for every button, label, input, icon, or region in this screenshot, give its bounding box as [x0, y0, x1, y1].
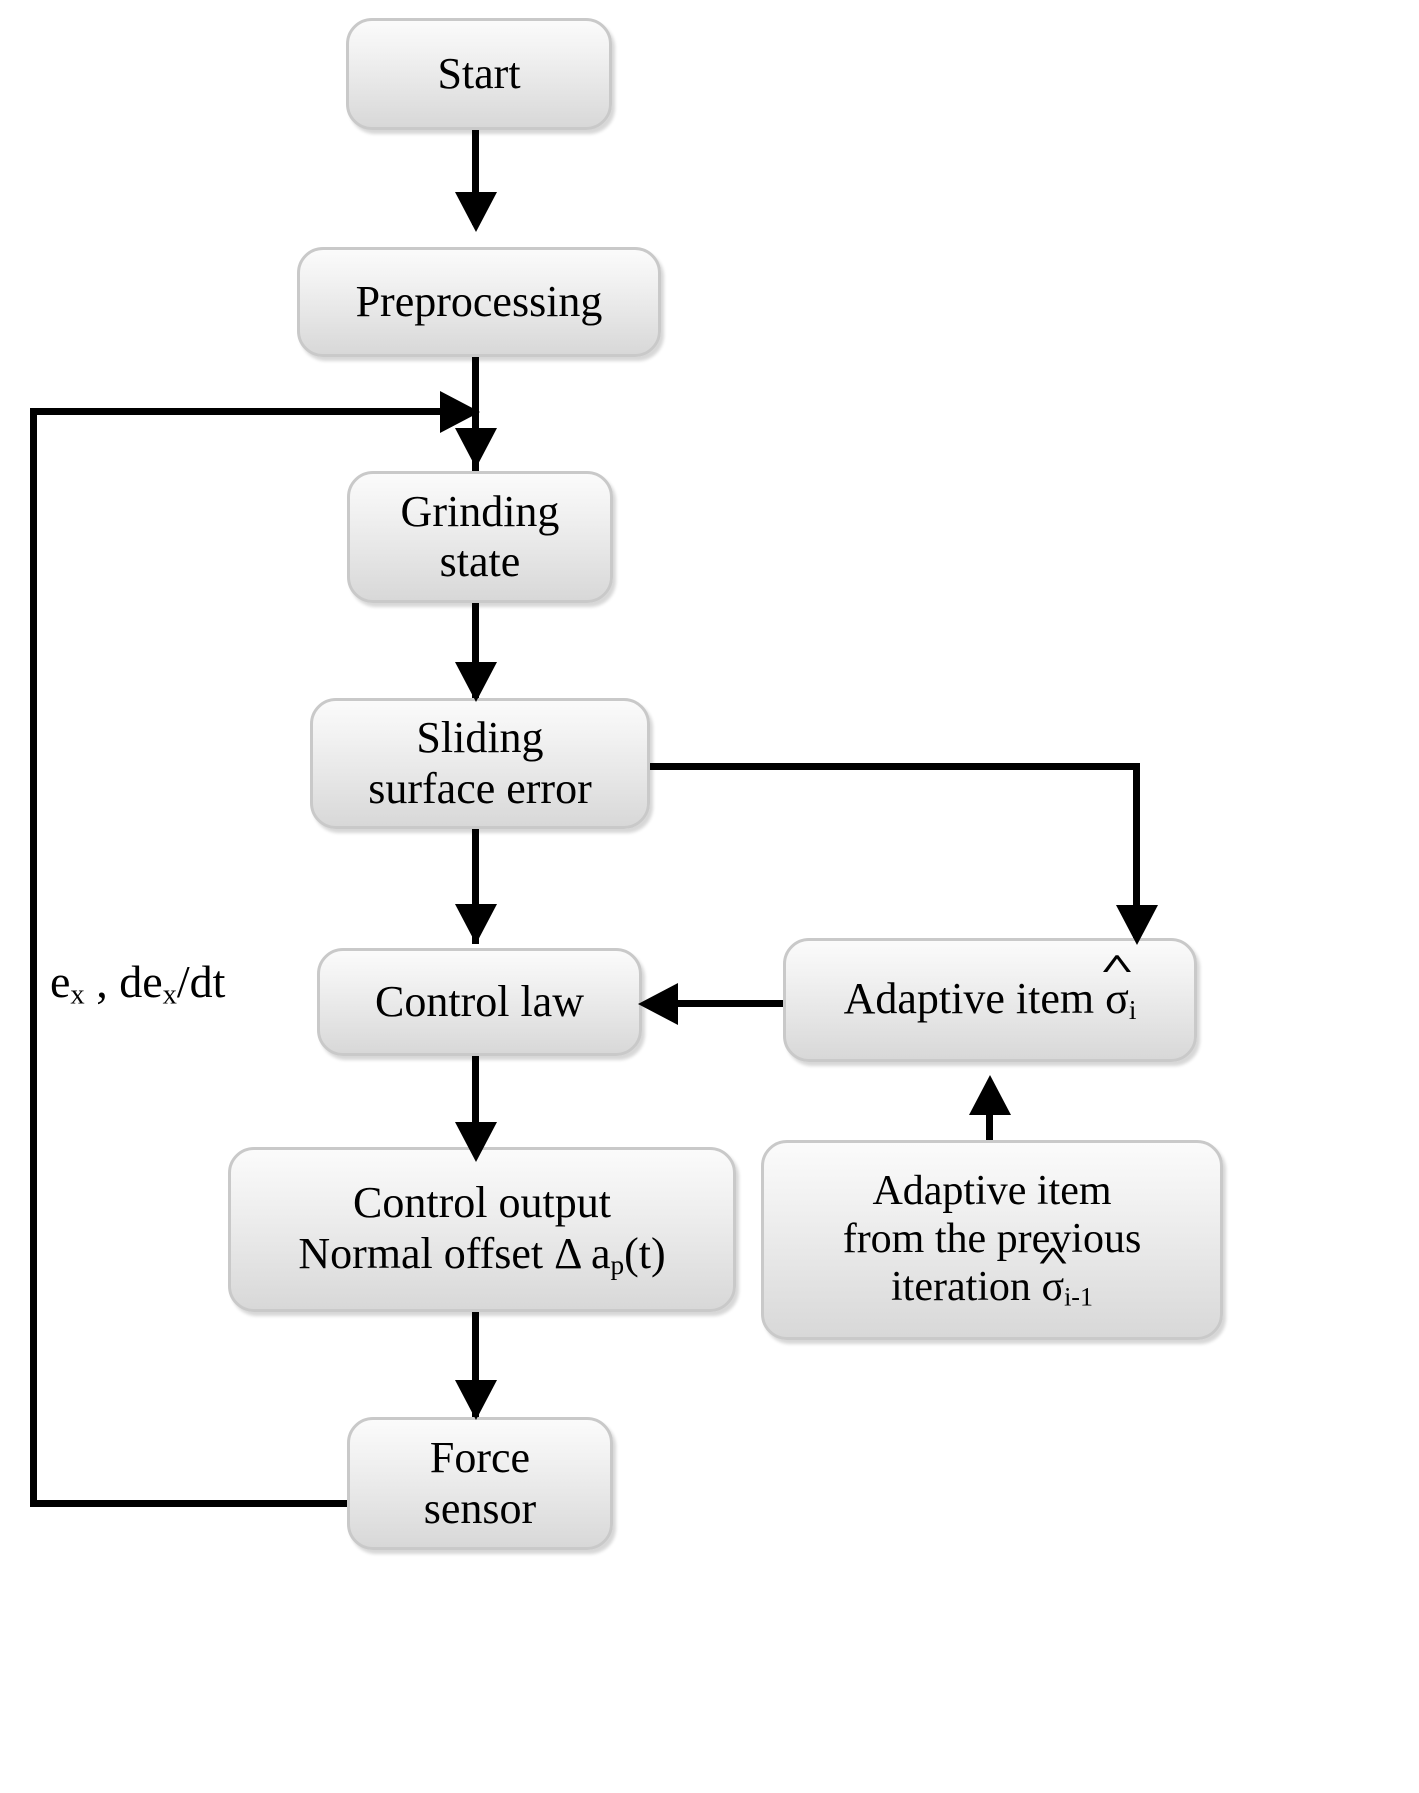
arrowhead-down-adaptive-item — [1116, 905, 1158, 945]
node-force-sensor[interactable]: Force sensor — [347, 1417, 613, 1550]
arrowhead-down-sliding — [455, 662, 497, 702]
node-preprocessing[interactable]: Preprocessing — [297, 247, 661, 357]
edge-feedback-bottom — [30, 1500, 350, 1507]
edge-sliding-to-control-law — [472, 828, 479, 944]
node-start[interactable]: Start — [346, 18, 612, 130]
arrowhead-up-adaptive-item — [969, 1075, 1011, 1115]
edge-adaptive-to-control-law — [678, 1000, 783, 1007]
node-adaptive-item[interactable]: Adaptive item σi — [783, 938, 1197, 1062]
edge-feedback-left-vertical — [30, 408, 37, 1507]
node-adaptive-item-previous-label: Adaptive item from the previous iteratio… — [833, 1168, 1152, 1312]
edge-control-law-to-output — [472, 1055, 479, 1163]
arrowhead-down-force-sensor — [455, 1380, 497, 1420]
edge-sliding-to-adaptive-vertical — [1133, 763, 1140, 945]
node-force-sensor-label: Force sensor — [423, 1433, 537, 1533]
node-adaptive-item-previous-sub: i-1 — [1064, 1282, 1093, 1312]
node-preprocessing-label: Preprocessing — [355, 276, 603, 326]
edge-sliding-to-adaptive-horizontal — [645, 763, 1140, 770]
node-control-output[interactable]: Control output Normal offset Δ ap(t) — [228, 1147, 736, 1312]
node-control-output-sub: p — [610, 1249, 625, 1280]
node-control-output-tail: (t) — [624, 1228, 666, 1278]
arrowhead-left-control-law — [638, 983, 678, 1025]
node-control-law[interactable]: Control law — [317, 948, 642, 1056]
edge-feedback-top — [30, 408, 455, 415]
node-adaptive-item-previous[interactable]: Adaptive item from the previous iteratio… — [761, 1140, 1223, 1340]
node-adaptive-item-symbol: σ — [1105, 973, 1129, 1023]
feedback-label-tail: /dt — [176, 956, 226, 1007]
node-adaptive-item-label: Adaptive item σi — [834, 974, 1147, 1026]
node-sliding-surface-error[interactable]: Sliding surface error — [310, 698, 650, 829]
node-adaptive-item-sub: i — [1128, 994, 1137, 1025]
feedback-label-sub1: x — [70, 979, 85, 1011]
arrowhead-down-control-law — [455, 904, 497, 944]
edge-output-to-force-sensor — [472, 1310, 479, 1422]
node-start-label: Start — [437, 48, 521, 98]
feedback-label-e: e — [50, 956, 71, 1007]
edge-grinding-to-sliding — [472, 602, 479, 702]
arrowhead-down-preprocessing — [455, 192, 497, 232]
feedback-label-mid: , de — [84, 956, 163, 1007]
feedback-label-sub2: x — [162, 979, 177, 1011]
edge-prev-to-adaptive-vertical — [986, 1100, 993, 1160]
edge-start-to-preprocessing — [472, 130, 479, 225]
node-control-law-label: Control law — [375, 976, 584, 1026]
node-grinding-state[interactable]: Grinding state — [347, 471, 613, 603]
node-control-output-label: Control output Normal offset Δ ap(t) — [288, 1178, 675, 1280]
node-adaptive-item-previous-main: Adaptive item from the previous iteratio… — [842, 1167, 1142, 1310]
feedback-edge-label: ex , dex/dt — [50, 955, 225, 1011]
arrowhead-right-feedback — [440, 391, 480, 433]
arrowhead-down-control-output — [455, 1122, 497, 1162]
node-sliding-surface-error-label: Sliding surface error — [368, 713, 592, 813]
node-adaptive-item-previous-symbol: σ — [1041, 1263, 1065, 1310]
node-adaptive-item-main: Adaptive item — [843, 973, 1106, 1023]
hat-accent-icon: σ — [1105, 974, 1129, 1024]
node-grinding-state-label: Grinding state — [400, 486, 560, 586]
arrowhead-down-grinding — [455, 428, 497, 468]
node-control-output-main: Control output Normal offset Δ a — [298, 1178, 611, 1278]
hat-accent-prev-icon: σ — [1041, 1264, 1064, 1312]
